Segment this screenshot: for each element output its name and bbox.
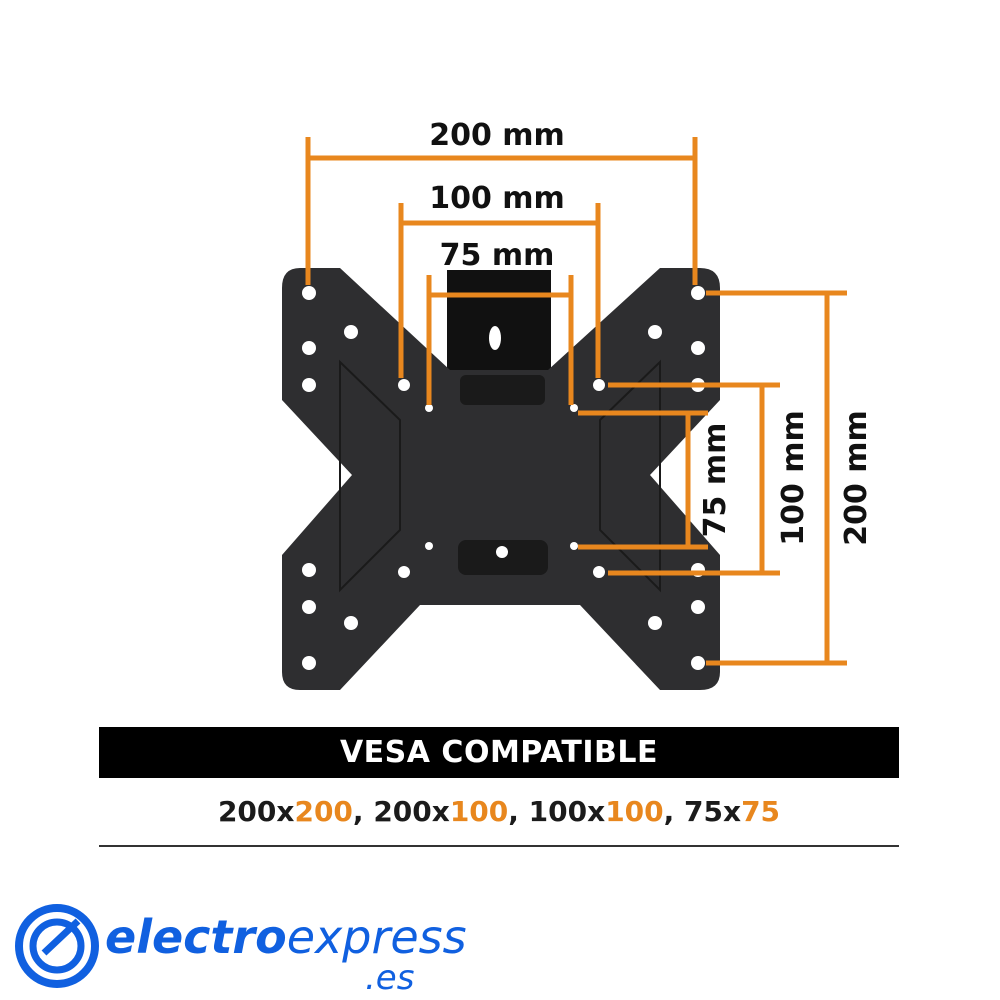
dim-line-h-75 [426,275,574,405]
vesa-size-item: 200x100, [373,794,529,828]
brand-tld: .es [365,958,415,998]
wall-bracket [447,270,551,370]
brand-name: electroexpress [105,910,467,964]
divider [99,845,899,847]
dim-label-v-75: 75 mm [698,423,733,538]
plate-slot-hole [496,546,508,558]
dim-label-v-200: 200 mm [839,410,874,546]
brand-logo: electroexpress .es [10,900,467,1000]
plate-rib-left [339,359,401,593]
e-circle-logo-icon [15,904,99,988]
dim-line-v-75 [578,410,708,550]
dim-line-h-200 [305,137,698,285]
bracket-slot [489,326,501,350]
mounting-holes [302,286,705,670]
plate-rib-right [599,359,661,593]
vesa-size-item: 100x100, [528,794,685,828]
vesa-mount-diagram: 200 mm 100 mm 75 mm 75 mm 100 mm 200 mm [282,118,874,690]
dim-label-h-200: 200 mm [429,118,565,153]
dim-line-h-100 [398,203,601,378]
vesa-size-item: 75x75 [684,794,781,828]
vesa-sizes-list: 200x200, 200x100, 100x100, 75x75 [99,786,899,836]
dim-line-v-200 [706,290,847,666]
dim-label-h-100: 100 mm [429,181,565,216]
vesa-banner: VESA COMPATIBLE [99,727,899,778]
vesa-size-item: 200x200, [217,794,374,828]
dim-line-v-100 [608,382,780,576]
mount-plate [282,268,720,690]
vesa-banner-title: VESA COMPATIBLE [339,735,659,770]
dim-label-v-100: 100 mm [776,410,811,546]
plate-slot-top [460,375,545,405]
dim-label-h-75: 75 mm [440,238,555,273]
